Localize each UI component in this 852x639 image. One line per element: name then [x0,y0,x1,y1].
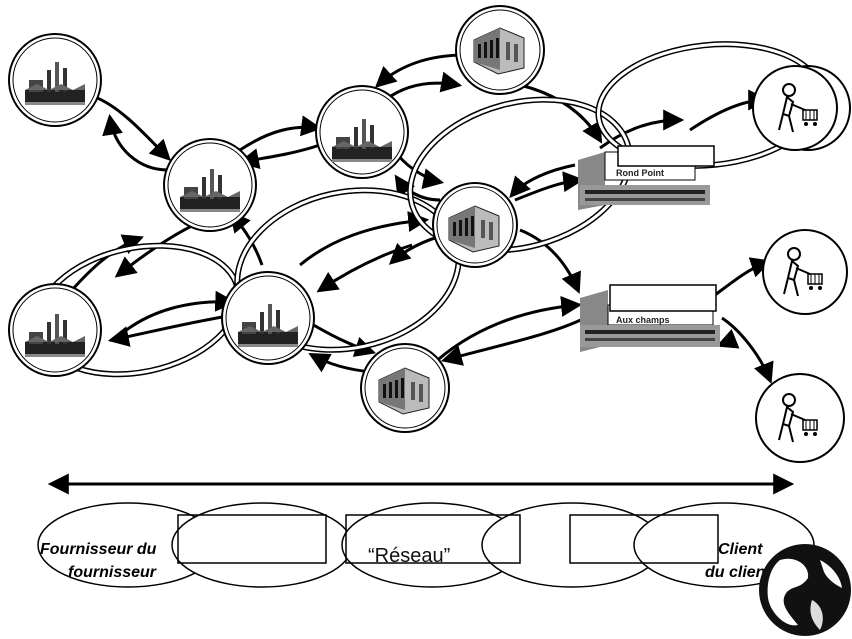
node-warehouse-2 [432,182,518,268]
band-label-client-2: du client [705,564,771,581]
node-shopper-3 [755,373,845,463]
node-shopper-2 [762,229,848,315]
node-factory-3 [315,85,409,179]
node-factory-4 [8,283,102,377]
band-label-network: “Réseau” [368,545,450,567]
band-ellipses [37,502,815,588]
store-label-rond-point: Rond Point [616,168,664,178]
node-store-aux-champs: Aux champs [580,284,720,352]
band-label-supplier-2: fournisseur [68,564,157,581]
node-factory-2 [163,138,257,232]
node-warehouse-3 [360,343,450,433]
node-warehouse-1 [455,5,545,95]
globe-icon [759,544,851,636]
band-label-supplier: Fournisseur du [40,541,157,558]
flow-arrows [70,53,774,384]
band-label-client: Client [718,541,763,558]
band-boxes [177,514,719,564]
node-factory-1 [8,33,102,127]
node-factory-5 [221,271,315,365]
store-label-aux-champs: Aux champs [616,315,670,325]
node-store-rond-point: Rond Point [578,145,715,210]
node-shopper-1 [752,65,851,151]
